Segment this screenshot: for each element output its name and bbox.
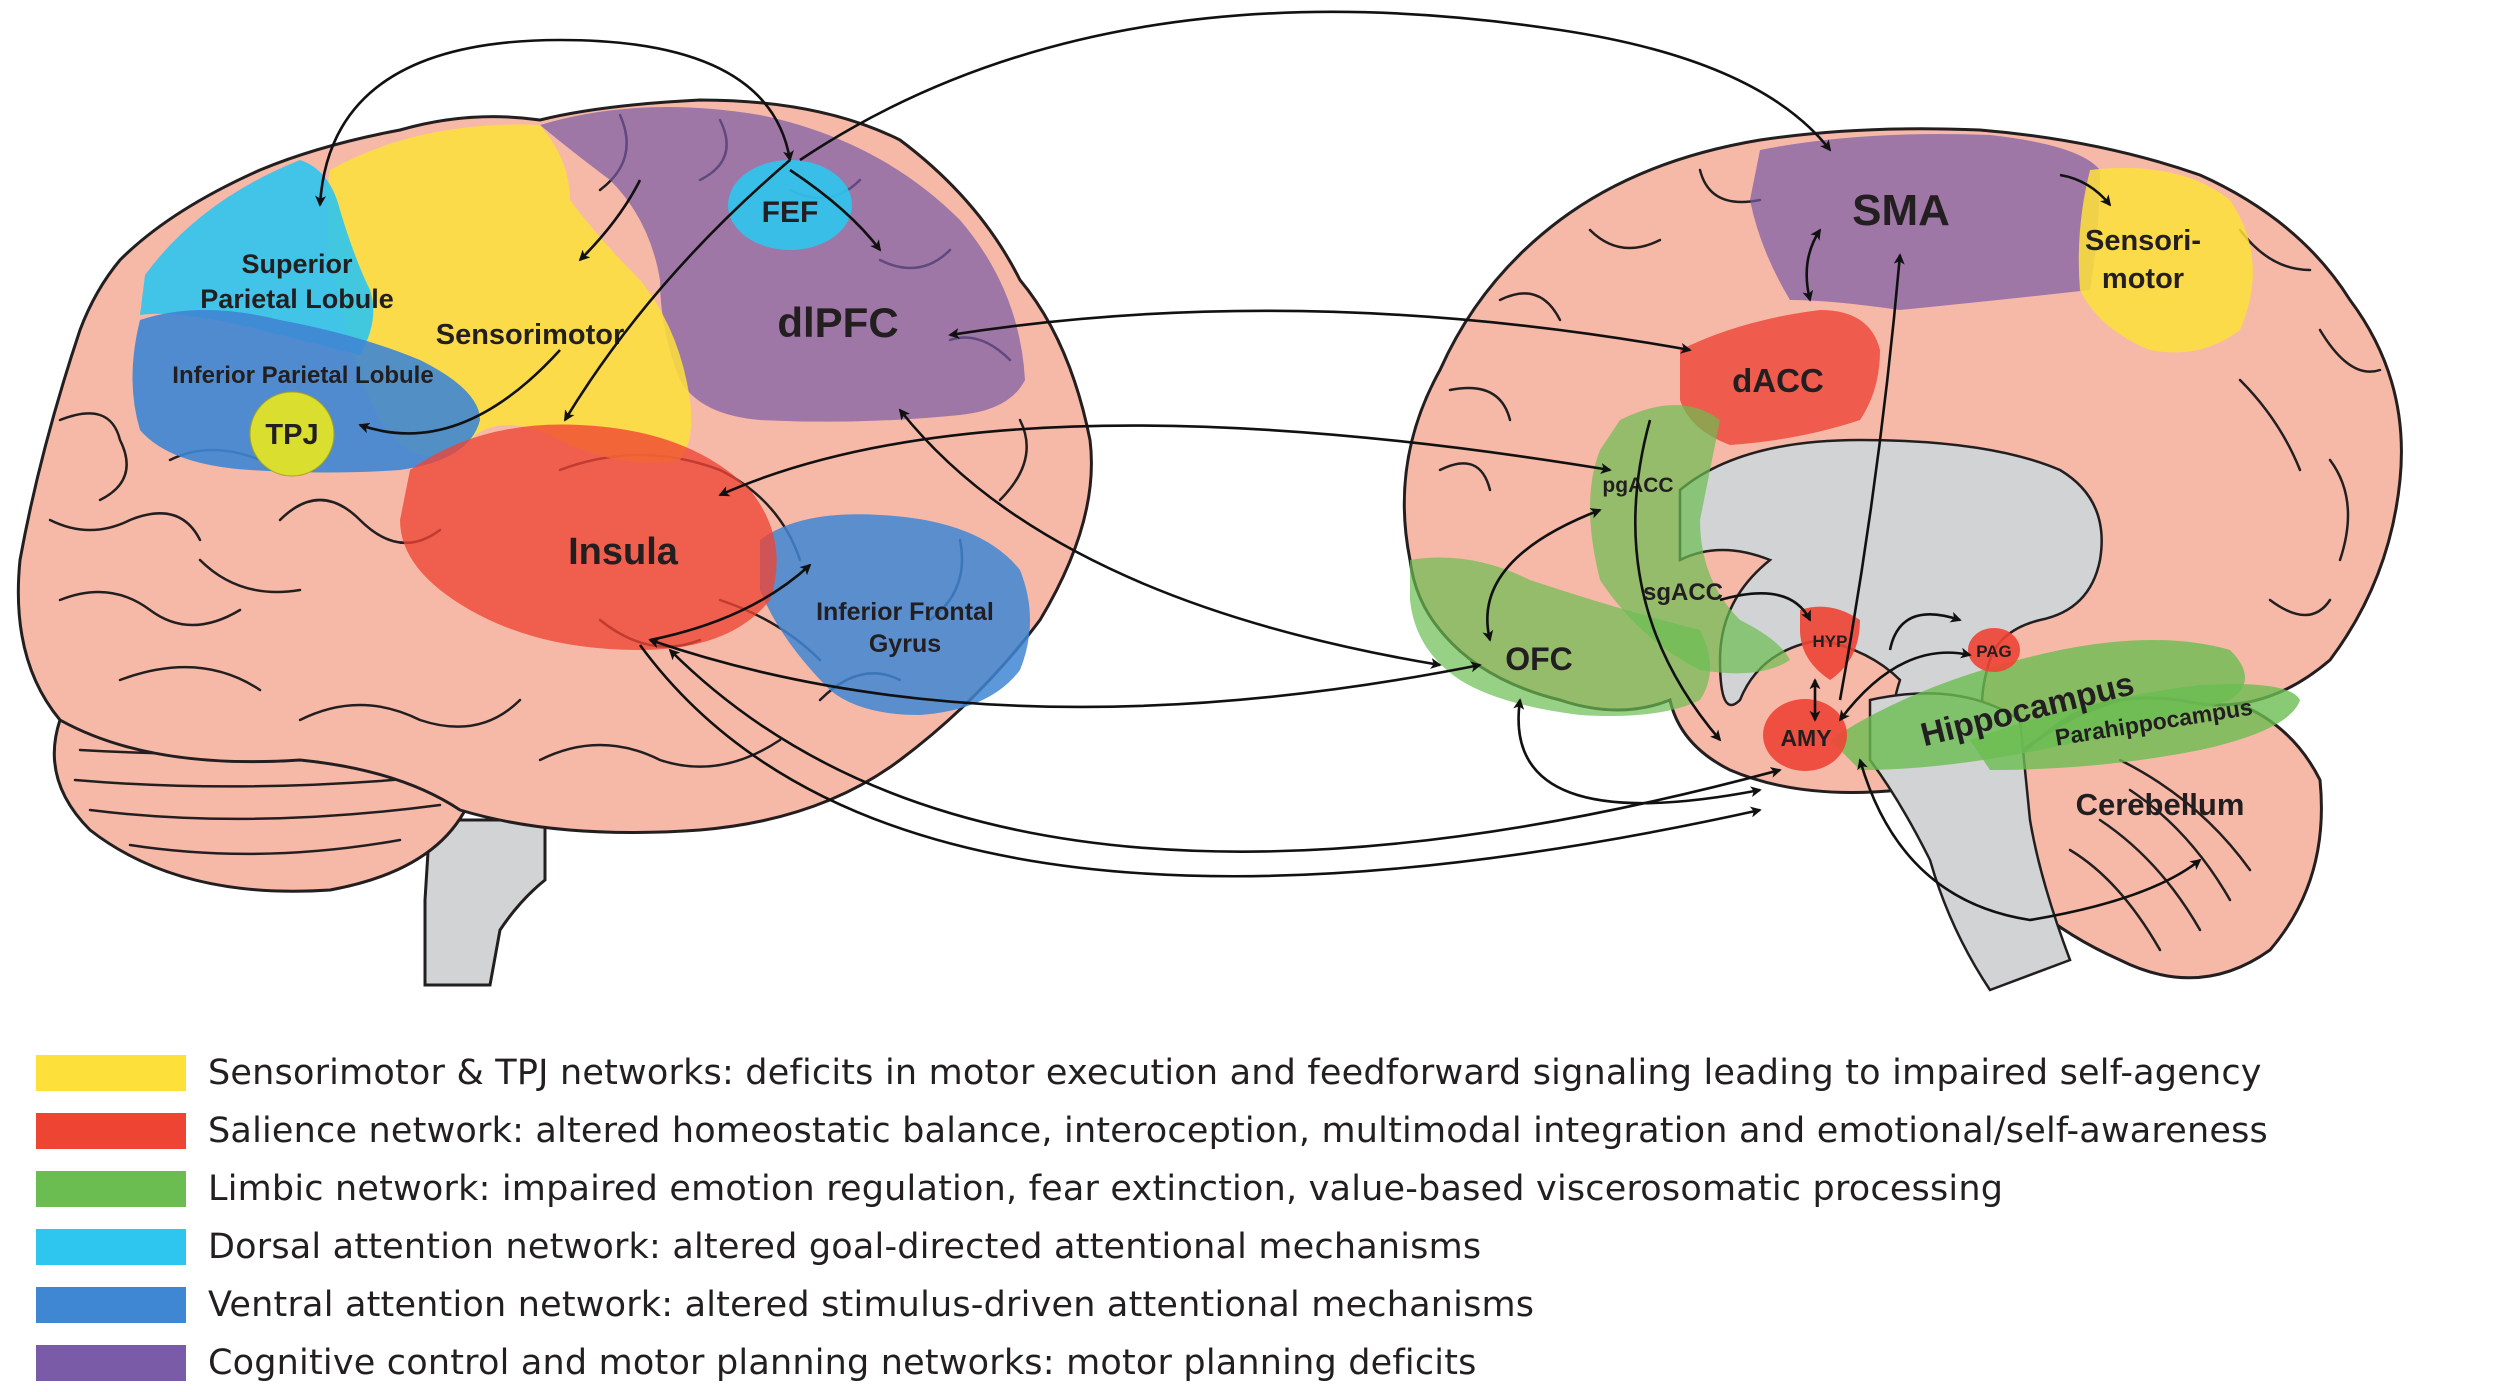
label-ipl: Inferior Parietal Lobule xyxy=(172,362,433,389)
legend-text-salience: Salience network: altered homeostatic ba… xyxy=(208,1111,2268,1151)
legend-item-cognitive-control: Cognitive control and motor planning net… xyxy=(36,1334,2496,1392)
label-ifg-line2: Gyrus xyxy=(869,630,941,658)
arrow-insula-amy-lower xyxy=(638,644,1762,878)
legend-swatch-sensorimotor xyxy=(36,1055,186,1091)
label-insula-lateral: Insula xyxy=(568,531,679,573)
region-cognitive-control-medial xyxy=(1750,134,2100,310)
arrow-pgacc-ofc xyxy=(1482,508,1602,642)
label-sensorimotor-medial-line1: Sensori- xyxy=(2085,225,2201,257)
legend-item-ventral-attention: Ventral attention network: altered stimu… xyxy=(36,1276,2496,1334)
arrow-insula-ifg xyxy=(649,563,812,642)
arrow-fef-dlpfc xyxy=(789,168,882,252)
arrow-cerebellum-loop xyxy=(1857,758,2202,922)
legend-item-dorsal-attention: Dorsal attention network: altered goal-d… xyxy=(36,1218,2496,1276)
legend-swatch-dorsal-attention xyxy=(36,1229,186,1265)
region-insula-lateral xyxy=(400,424,777,650)
legend-text-sensorimotor: Sensorimotor & TPJ networks: deficits in… xyxy=(208,1053,2262,1093)
label-hyp: HYP xyxy=(1813,632,1848,651)
region-hippocampus xyxy=(1830,640,2245,770)
legend-swatch-limbic xyxy=(36,1171,186,1207)
label-fef: FEF xyxy=(762,196,819,229)
label-dlpfc: dlPFC xyxy=(777,299,898,346)
label-ifg-line1: Inferior Frontal xyxy=(816,598,994,626)
region-sensorimotor-medial xyxy=(2078,168,2253,353)
label-spl-line2: Parietal Lobule xyxy=(200,284,394,314)
arrow-pag-amy xyxy=(1838,647,1972,722)
label-ofc: OFC xyxy=(1505,641,1573,677)
arrow-ifg-ofc xyxy=(898,408,1442,669)
medial-brain: SMA Sensori- motor dACC pgACC sgACC OFC … xyxy=(1402,127,2403,992)
legend-item-salience: Salience network: altered homeostatic ba… xyxy=(36,1102,2496,1160)
label-dacc: dACC xyxy=(1732,362,1824,399)
arrow-sgacc-hyp xyxy=(1719,592,1812,622)
arrow-fef-insula xyxy=(563,159,791,422)
legend-swatch-salience xyxy=(36,1113,186,1149)
arrow-amy-sma xyxy=(1838,253,1905,701)
legend-text-dorsal-attention: Dorsal attention network: altered goal-d… xyxy=(208,1227,1482,1267)
lateral-brain: FEF Superior Parietal Lobule Sensorimoto… xyxy=(16,98,1093,987)
connection-arrows xyxy=(315,10,2202,922)
region-amy xyxy=(1763,699,1847,771)
label-tpj: TPJ xyxy=(265,419,318,451)
region-dacc xyxy=(1680,310,1880,445)
brain-network-diagram: FEF Superior Parietal Lobule Sensorimoto… xyxy=(16,10,2403,992)
region-dorsal-attention-lateral xyxy=(140,160,374,355)
arrow-to-sensorimotor xyxy=(578,179,642,262)
arrow-insula-amy xyxy=(668,648,1782,853)
legend-text-ventral-attention: Ventral attention network: altered stimu… xyxy=(208,1285,1535,1325)
arrow-ofc-amy xyxy=(1513,698,1762,805)
legend-swatch-cognitive-control xyxy=(36,1345,186,1381)
legend-text-cognitive-control: Cognitive control and motor planning net… xyxy=(208,1343,1477,1383)
legend-text-limbic: Limbic network: impaired emotion regulat… xyxy=(208,1169,2004,1209)
arrow-dacc-sma xyxy=(1802,228,1822,302)
legend: Sensorimotor & TPJ networks: deficits in… xyxy=(36,1044,2496,1392)
label-sgacc: sgACC xyxy=(1643,579,1723,606)
label-sensorimotor-medial-line2: motor xyxy=(2102,263,2184,295)
label-sma: SMA xyxy=(1852,186,1950,235)
region-tpj xyxy=(249,391,335,477)
region-pag xyxy=(1968,628,2020,672)
legend-item-limbic: Limbic network: impaired emotion regulat… xyxy=(36,1160,2496,1218)
legend-swatch-ventral-attention xyxy=(36,1287,186,1323)
arrow-fef-sma xyxy=(799,10,1832,162)
arrow-pag-loop xyxy=(1888,611,1962,651)
label-amy: AMY xyxy=(1780,725,1831,751)
label-sensorimotor-lateral: Sensorimotor xyxy=(436,319,625,351)
label-pag: PAG xyxy=(1976,642,2012,661)
label-cerebellum: Cerebellum xyxy=(2076,787,2245,822)
legend-item-sensorimotor: Sensorimotor & TPJ networks: deficits in… xyxy=(36,1044,2496,1102)
arrow-sensorimotor-tpj xyxy=(358,349,561,435)
label-spl-line1: Superior xyxy=(241,249,353,279)
arrow-dacc-amy xyxy=(1634,419,1722,742)
arrow-spl-fef xyxy=(315,38,794,207)
region-parahippocampus xyxy=(1970,684,2300,770)
arrow-dlpfc-dacc xyxy=(948,309,1692,354)
arrow-sma-sensorimotor xyxy=(2059,173,2112,207)
lateral-brainstem xyxy=(423,818,547,987)
